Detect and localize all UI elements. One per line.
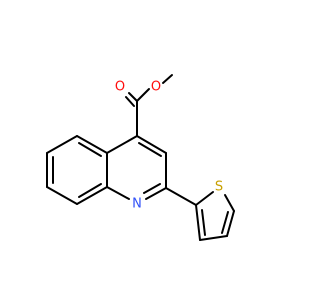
bond-c7-c8: [46, 186, 78, 205]
bond-c4a-c5: [76, 135, 108, 154]
bond-thc5-thc4: [226, 210, 235, 237]
bond-c5-c6: [46, 135, 78, 154]
bond-c4-c3-inner: [138, 142, 162, 157]
carbonyl-oxygen-atom: O: [115, 80, 125, 95]
bond-thc3-thc2-inner: [201, 209, 206, 236]
bond-c-o-double-b: [125, 96, 135, 107]
ring-nitrogen-atom: N: [132, 197, 142, 212]
structure-drawing: O O N S: [46, 74, 235, 241]
bond-c8-c8a: [76, 186, 108, 205]
bond-c2-n-inner: [143, 183, 161, 194]
bond-thc3-thc2: [195, 204, 201, 241]
bond-c4-c4a: [106, 135, 138, 154]
ether-oxygen-atom: O: [151, 80, 161, 95]
carbonyl-oxygen-label: O: [115, 80, 125, 95]
bond-s-thc5: [224, 194, 235, 212]
thiophene-sulfur-label: S: [215, 180, 223, 195]
bond-c4a-c5-inner: [78, 142, 102, 157]
bond-layer: [46, 74, 235, 241]
ether-oxygen-label: O: [151, 80, 161, 95]
bond-o-carbonyl-c: [136, 88, 150, 102]
bond-c2-thienyl: [165, 187, 197, 206]
bond-c4-c3: [136, 135, 167, 154]
bond-c8-c8a-inner: [78, 183, 102, 198]
bond-methyl-o: [162, 74, 173, 84]
bond-thc5-thc4-inner: [221, 211, 229, 234]
atom-label-layer: O O N S: [115, 80, 223, 212]
bond-thc2-s: [195, 191, 214, 206]
thiophene-sulfur-atom: S: [215, 180, 223, 195]
bond-n-c8a: [106, 186, 130, 200]
bond-c2-n: [145, 187, 167, 200]
ring-nitrogen-label: N: [132, 197, 142, 212]
bond-c-o-double-a: [128, 92, 138, 102]
bond-thc4-thc3: [199, 235, 228, 241]
